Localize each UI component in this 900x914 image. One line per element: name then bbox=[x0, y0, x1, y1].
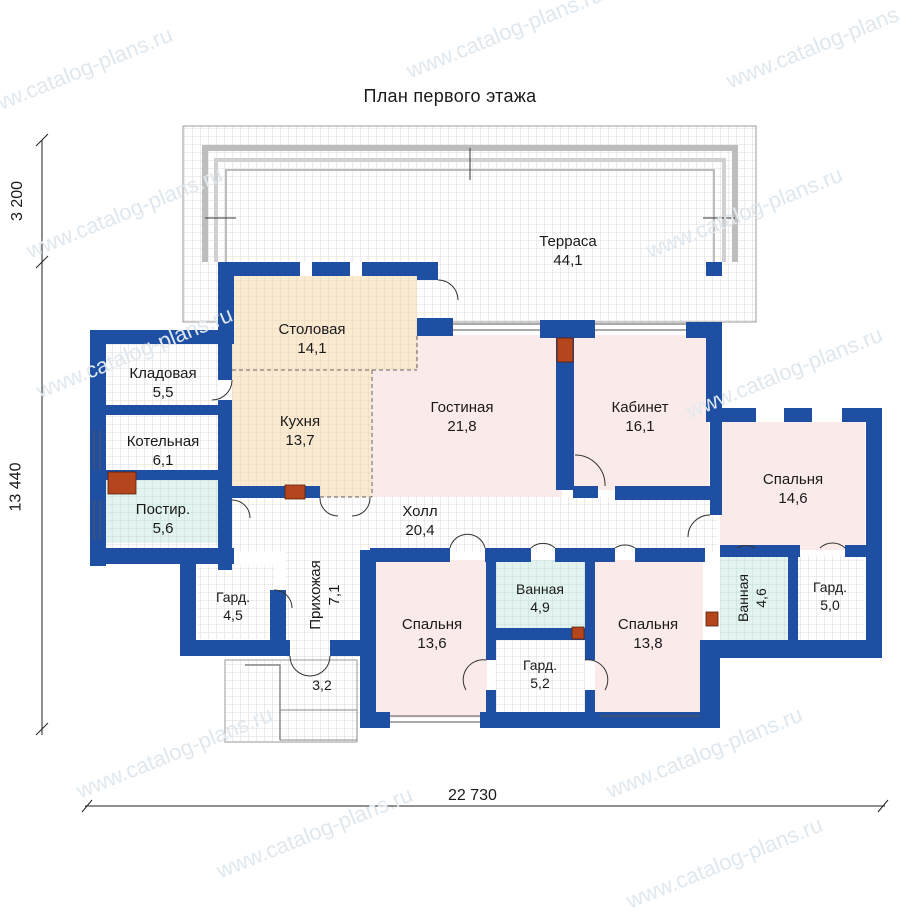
plan-title: План первого этажа bbox=[363, 86, 537, 106]
room-name: Спальня bbox=[617, 616, 679, 633]
walls bbox=[90, 262, 882, 728]
room-area: 3,2 bbox=[312, 677, 332, 693]
room-hall: Холл 20,4 bbox=[380, 502, 460, 540]
windows bbox=[93, 323, 700, 723]
room-name: Гард. bbox=[215, 589, 251, 605]
dim-total-depth: 13 440 bbox=[7, 462, 25, 512]
room-name: Постир. bbox=[135, 501, 191, 518]
room-name: Кухня bbox=[279, 413, 321, 430]
chimneys bbox=[107, 337, 719, 640]
room-entry: Прихожая 7,1 bbox=[306, 535, 344, 655]
room-porch: 3,2 bbox=[298, 676, 346, 694]
room-name: Прихожая bbox=[307, 560, 324, 630]
room-area: 20,4 bbox=[405, 522, 435, 539]
room-area: 13,8 bbox=[633, 635, 663, 652]
room-name: Кладовая bbox=[129, 365, 197, 382]
room-area: 4,5 bbox=[223, 607, 243, 623]
room-wardrobe-west: Гард. 4,5 bbox=[198, 588, 268, 624]
room-area: 21,8 bbox=[447, 418, 477, 435]
room-area: 16,1 bbox=[625, 418, 655, 435]
room-name: Котельная bbox=[126, 433, 200, 450]
room-area: 7,1 bbox=[326, 584, 343, 606]
room-bedroom-southwest: Спальня 13,6 bbox=[382, 615, 482, 653]
room-name: Холл bbox=[402, 503, 438, 520]
room-name: Гостиная bbox=[430, 399, 494, 416]
room-area: 5,2 bbox=[530, 675, 550, 691]
room-bedroom-south: Спальня 13,8 bbox=[598, 615, 698, 653]
room-fills bbox=[98, 275, 865, 743]
room-name: Гард. bbox=[522, 657, 558, 673]
room-name: Спальня bbox=[762, 471, 824, 488]
room-study: Кабинет 16,1 bbox=[590, 398, 690, 436]
room-area: 14,1 bbox=[297, 340, 327, 357]
room-living: Гостиная 21,8 bbox=[412, 398, 512, 436]
room-area: 14,6 bbox=[778, 490, 808, 507]
room-dining: Столовая 14,1 bbox=[262, 320, 362, 358]
room-name: Гард. bbox=[812, 579, 848, 595]
room-terrace: Терраса 44,1 bbox=[518, 232, 618, 270]
room-boiler: Котельная 6,1 bbox=[108, 432, 218, 470]
room-area: 13,7 bbox=[285, 432, 315, 449]
dim-terrace-depth: 3 200 bbox=[9, 180, 27, 222]
room-area: 4,6 bbox=[753, 588, 769, 608]
room-name: Терраса bbox=[539, 233, 597, 250]
room-area: 44,1 bbox=[553, 252, 583, 269]
room-area: 13,6 bbox=[417, 635, 447, 652]
room-name: Столовая bbox=[278, 321, 346, 338]
room-area: 5,5 bbox=[152, 384, 174, 401]
zone-lines bbox=[232, 336, 418, 498]
room-bedroom-east: Спальня 14,6 bbox=[743, 470, 843, 508]
doors bbox=[211, 279, 846, 691]
room-pantry: Кладовая 5,5 bbox=[108, 364, 218, 402]
room-area: 4,9 bbox=[530, 599, 550, 615]
room-bath-center: Ванная 4,9 bbox=[497, 580, 583, 616]
room-wardrobe-east: Гард. 5,0 bbox=[796, 578, 864, 614]
room-bath-east: Ванная 4,6 bbox=[734, 558, 770, 638]
room-laundry: Постир. 5,6 bbox=[118, 500, 208, 538]
room-area: 5,6 bbox=[152, 520, 174, 537]
room-kitchen: Кухня 13,7 bbox=[250, 412, 350, 450]
room-name: Спальня bbox=[401, 616, 463, 633]
room-wardrobe-center: Гард. 5,2 bbox=[497, 656, 583, 692]
room-name: Кабинет bbox=[611, 399, 669, 416]
dimension-lines bbox=[35, 133, 889, 813]
room-area: 6,1 bbox=[152, 452, 174, 469]
room-area: 5,0 bbox=[820, 597, 840, 613]
dim-total-width: 22 730 bbox=[448, 787, 497, 804]
room-name: Ванная bbox=[516, 581, 564, 597]
room-name: Ванная bbox=[735, 574, 751, 622]
